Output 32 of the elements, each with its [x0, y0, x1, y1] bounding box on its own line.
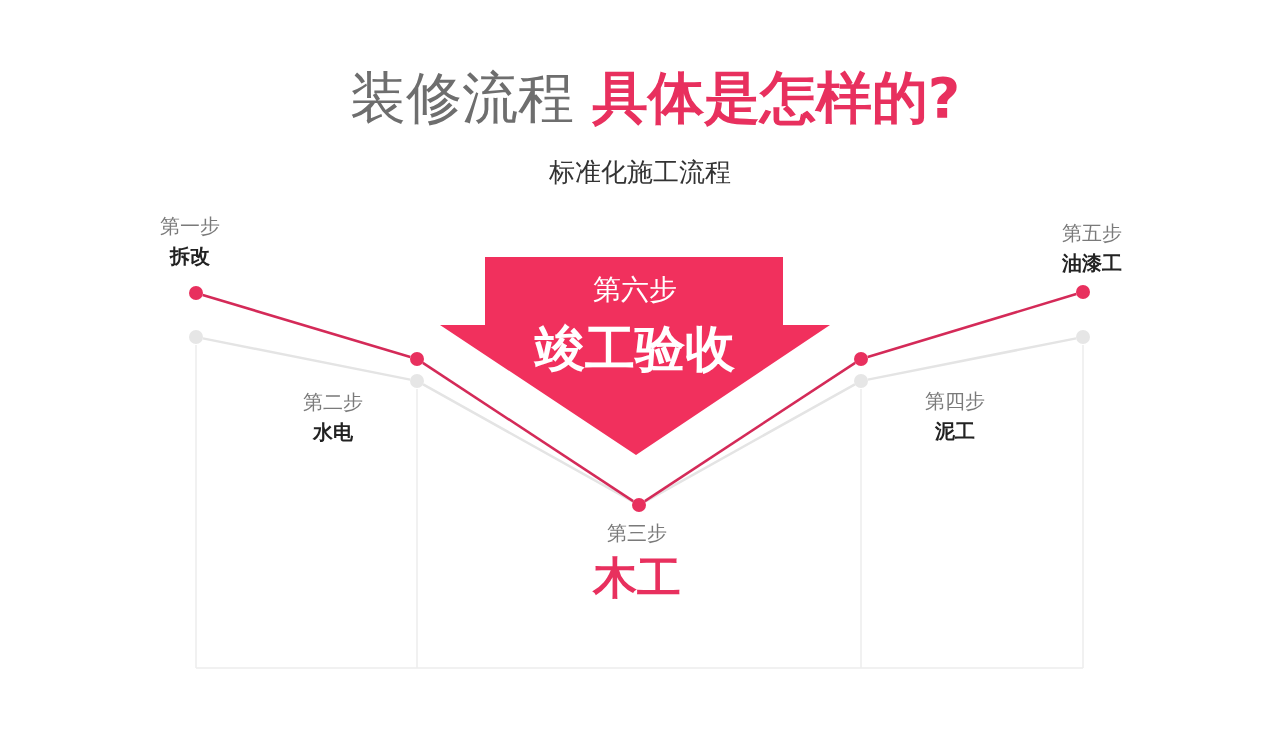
- step-name: 泥工: [935, 419, 975, 443]
- step-dot: [632, 498, 646, 512]
- step-number: 第三步: [607, 520, 667, 546]
- connector-line: [644, 361, 856, 503]
- step-number: 第五步: [1062, 220, 1122, 246]
- step-name: 水电: [313, 420, 353, 444]
- step-dot: [189, 286, 203, 300]
- shadow-dot: [854, 374, 868, 388]
- step-number: 第一步: [160, 213, 220, 239]
- shadow-dot: [410, 374, 424, 388]
- connector-line: [202, 293, 411, 359]
- connector-line: [422, 361, 634, 503]
- step-number: 第二步: [303, 389, 363, 415]
- connector-line: [867, 337, 1077, 381]
- shadow-dot: [189, 330, 203, 344]
- down-arrow-shape: [440, 257, 830, 455]
- connector-line: [422, 383, 634, 503]
- shadow-dot: [1076, 330, 1090, 344]
- step-number: 第六步: [593, 273, 677, 307]
- step-dot: [410, 352, 424, 366]
- step-dot: [1076, 285, 1090, 299]
- subtitle: 标准化施工流程: [549, 157, 731, 189]
- step-name: 拆改: [170, 244, 210, 268]
- step-name: 油漆工: [1062, 251, 1122, 275]
- page-title: 装修流程 具体是怎样的?: [349, 64, 961, 132]
- step-name: 木工: [593, 552, 681, 605]
- connector-line: [867, 292, 1077, 359]
- connector-line: [644, 383, 856, 503]
- connector-line: [202, 337, 411, 381]
- step-number: 第四步: [925, 388, 985, 414]
- step-dot: [854, 352, 868, 366]
- step-name: 竣工验收: [535, 318, 735, 379]
